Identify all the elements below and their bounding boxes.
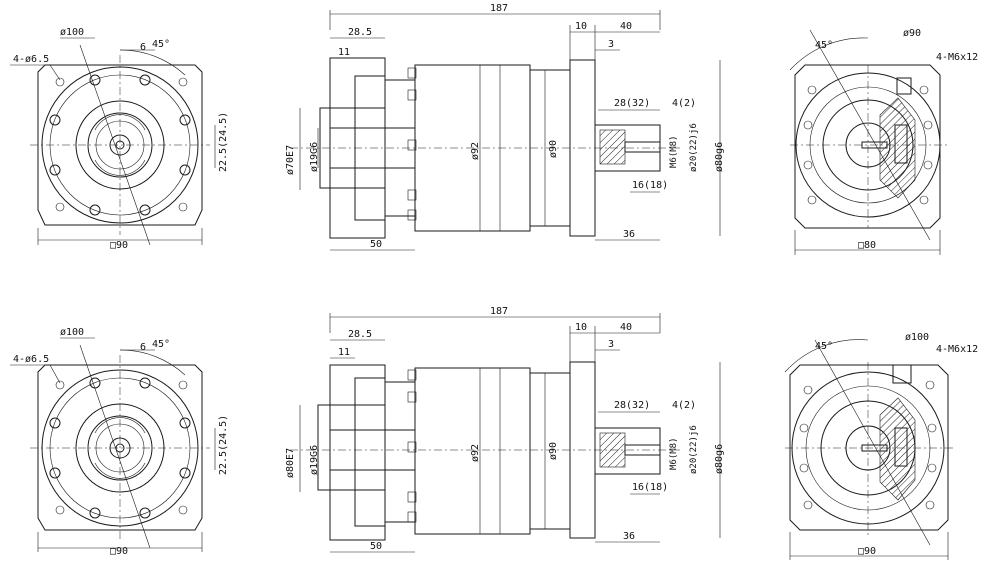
bottom-left-45-label: 45° — [152, 339, 170, 350]
top-len40-label: 40 — [620, 21, 632, 32]
bottom-row: ø100 4-ø6.5 6 45° □90 22.5(24.5) 187 28.… — [10, 306, 978, 560]
top-key16-label: 16(18) — [632, 180, 668, 191]
bottom-right-holes — [799, 380, 937, 510]
top-d92-label: ø92 — [470, 142, 481, 160]
top-d90-label: ø90 — [548, 140, 559, 158]
top-key4-label: 4(2) — [672, 98, 696, 109]
bottom-left-d22-label: 22.5(24.5) — [218, 415, 229, 475]
bottom-left-six-label: 6 — [140, 342, 146, 353]
top-left-d22-label: 22.5(24.5) — [218, 112, 229, 172]
top-right-output-view: 45° ø90 4-M6x12 □80 — [789, 28, 978, 255]
bottom-right-output-view: 45° ø100 4-M6x12 □90 — [784, 332, 978, 560]
bottom-left-sq90-label: □90 — [110, 546, 128, 557]
bottom-len11-label: 11 — [338, 347, 350, 358]
bottom-left-flange-view: ø100 4-ø6.5 6 45° □90 22.5(24.5) — [10, 327, 229, 557]
bottom-len28-label: 28.5 — [348, 329, 372, 340]
top-len28-label: 28.5 — [348, 27, 372, 38]
top-bore-outer-label: ø70E7 — [285, 145, 296, 175]
bottom-len3-label: 3 — [608, 339, 614, 350]
bottom-bolts — [407, 369, 417, 523]
bottom-right-holes-label: 4-M6x12 — [936, 344, 978, 355]
bottom-keylen-label: 28(32) — [614, 400, 650, 411]
top-left-45-label: 45° — [152, 39, 170, 50]
bottom-key4-label: 4(2) — [672, 400, 696, 411]
bottom-len10-label: 10 — [575, 322, 587, 333]
top-total-length-label: 187 — [490, 3, 508, 14]
top-right-holes — [803, 85, 933, 205]
bottom-left-hole-label: 4-ø6.5 — [13, 354, 49, 365]
bottom-d90-label: ø90 — [548, 442, 559, 460]
top-right-45-label: 45° — [815, 40, 833, 51]
top-keylen-label: 28(32) — [614, 98, 650, 109]
bottom-m6-label: M6(M8) — [669, 437, 679, 470]
top-bore-inner-label: ø19G6 — [309, 142, 320, 172]
bottom-d80g6-label: ø80g6 — [714, 444, 725, 474]
top-right-holes-label: 4-M6x12 — [936, 52, 978, 63]
top-left-d100-label: ø100 — [60, 27, 84, 38]
bottom-len36-label: 36 — [623, 531, 635, 542]
top-left-hole-label: 4-ø6.5 — [13, 54, 49, 65]
bottom-len40-label: 40 — [620, 322, 632, 333]
bottom-bore-outer-label: ø80E7 — [285, 448, 296, 478]
top-right-sq-label: □80 — [858, 240, 876, 251]
bottom-total-length-label: 187 — [490, 306, 508, 317]
top-m6-label: M6(M8) — [669, 135, 679, 168]
bottom-bore-inner-label: ø19G6 — [309, 445, 320, 475]
bottom-right-d-label: ø100 — [905, 332, 929, 343]
bottom-left-d100-label: ø100 — [60, 327, 84, 338]
top-len11-label: 11 — [338, 47, 350, 58]
top-left-flange-view: ø100 4-ø6.5 6 45° □90 22.5(24.5) — [10, 27, 229, 251]
top-len50-label: 50 — [370, 239, 382, 250]
top-len10-label: 10 — [575, 21, 587, 32]
top-d80g6-label: ø80g6 — [714, 142, 725, 172]
top-bolts — [407, 67, 417, 221]
top-row: ø100 4-ø6.5 6 45° □90 22.5(24.5) 187 28.… — [10, 3, 978, 255]
bottom-d92-label: ø92 — [470, 444, 481, 462]
bottom-key16-label: 16(18) — [632, 482, 668, 493]
top-left-sq90-label: □90 — [110, 240, 128, 251]
top-len3-label: 3 — [608, 39, 614, 50]
bottom-right-sq-label: □90 — [858, 546, 876, 557]
bottom-d20-label: ø20(22)j6 — [689, 425, 699, 474]
bottom-mounting-holes — [49, 377, 191, 519]
bottom-len50-label: 50 — [370, 541, 382, 552]
bottom-side-view: 187 28.5 11 10 40 3 — [285, 306, 725, 553]
top-right-d-label: ø90 — [903, 28, 921, 39]
top-side-view: 187 28.5 11 10 40 3 — [285, 3, 725, 251]
top-d20-label: ø20(22)j6 — [689, 123, 699, 172]
top-len36-label: 36 — [623, 229, 635, 240]
bottom-right-45-label: 45° — [815, 341, 833, 352]
mounting-holes — [49, 74, 191, 216]
top-left-six-label: 6 — [140, 42, 146, 53]
